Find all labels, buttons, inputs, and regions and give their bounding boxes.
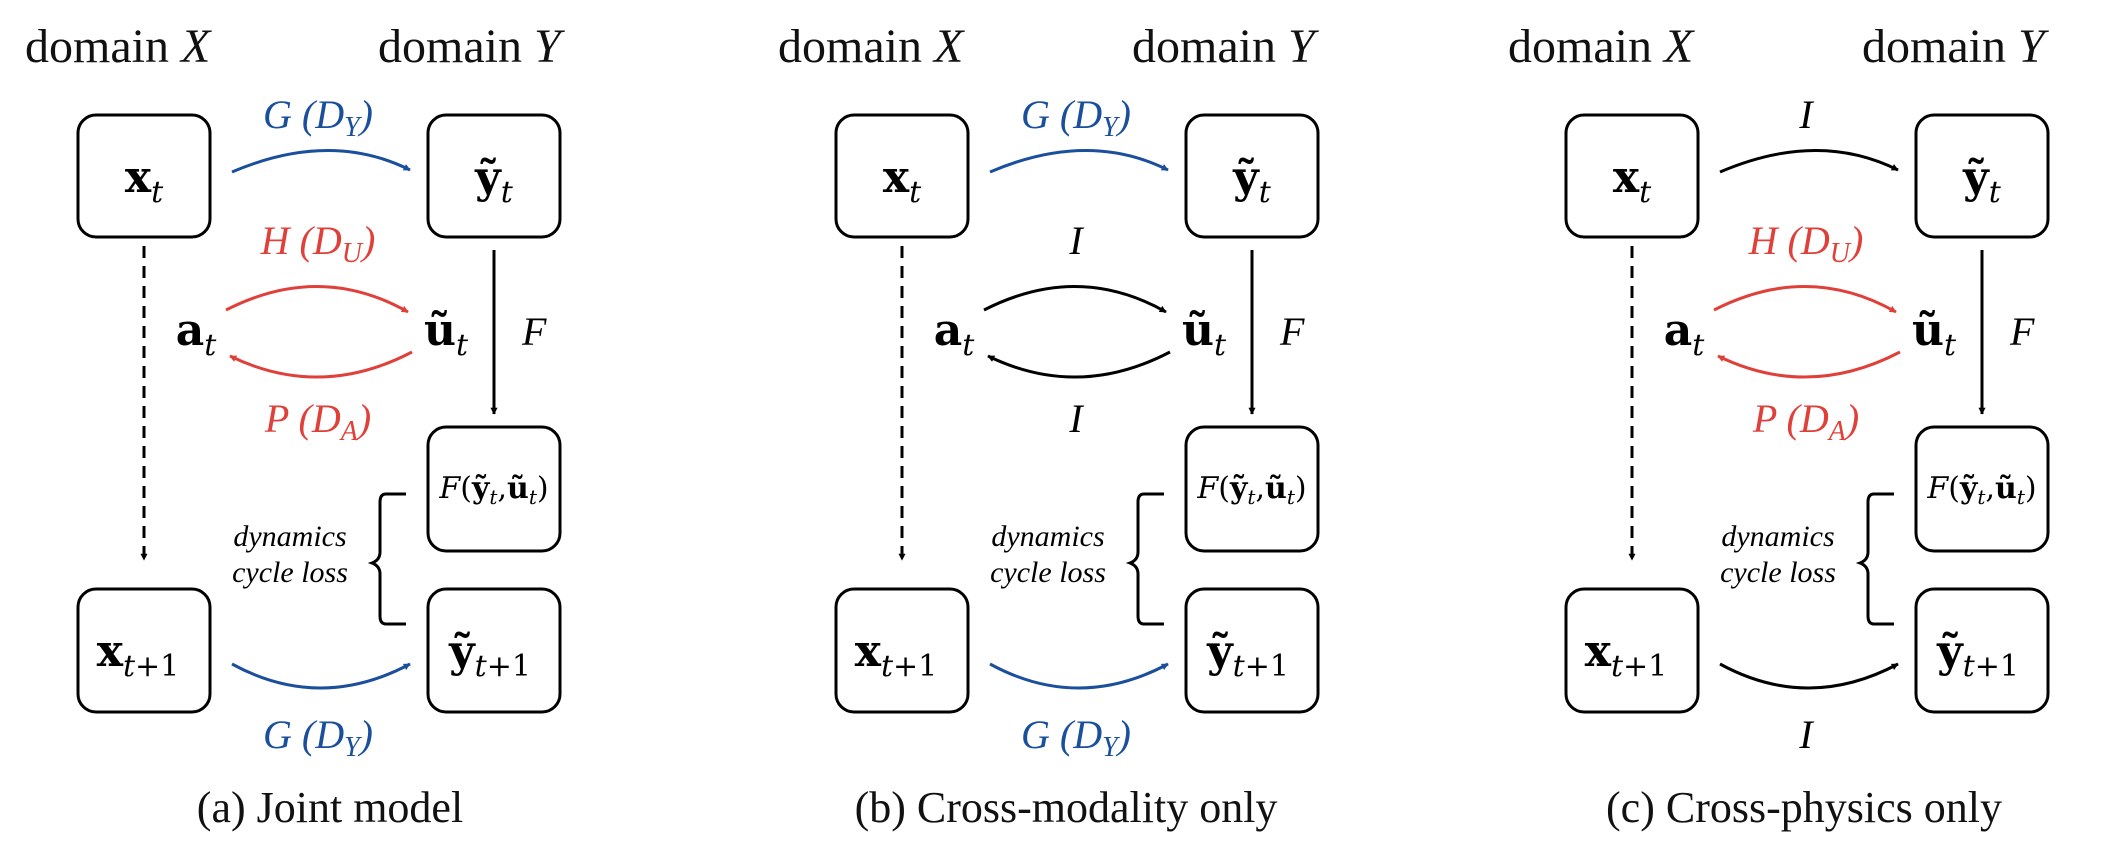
- panel-a-node-f-label: F(ỹt,ũt): [438, 471, 548, 509]
- panel-a-label-mid-bottom: P (DA): [264, 396, 371, 447]
- panel-c-node-x-t: [1564, 113, 1700, 239]
- panel-c-label-bottom: I: [1798, 712, 1814, 757]
- panel-b-loss-line1: dynamics: [991, 520, 1104, 553]
- panel-a-domain-y: domain Y: [378, 20, 565, 73]
- panel-c: domain X domain Y xt ỹt at ũt F(ỹt,ũt) x…: [1508, 20, 2050, 832]
- panel-a-label-mid-top: H (DU): [260, 218, 376, 269]
- panel-a-domain-x: domain X: [25, 20, 212, 73]
- panel-b-domain-y: domain Y: [1132, 20, 1319, 73]
- panel-a-label-bottom: G (DY): [263, 712, 373, 763]
- panel-a-arrow-top: [231, 149, 411, 174]
- panel-b-node-x-t: [834, 113, 970, 239]
- panel-c-caption: (c) Cross-physics only: [1606, 783, 2002, 832]
- panel-b-label-f: F: [1279, 309, 1305, 354]
- panel-b-label-top: G (DY): [1021, 92, 1131, 143]
- panel-a-node-u-t-label: ũt: [424, 305, 469, 363]
- panel-b-node-y-t1: [1184, 587, 1320, 714]
- panel-b-arrow-mid-top: [983, 285, 1167, 314]
- panel-c-loss-line1: dynamics: [1721, 520, 1834, 553]
- panel-a: domain X domain Y xt ỹt at ũt F(ỹt,ũt) x…: [25, 20, 565, 832]
- panel-c-node-u-t-label: ũt: [1912, 305, 1957, 363]
- panel-c-loss-line2: cycle loss: [1720, 556, 1836, 589]
- panel-a-brace: [367, 492, 406, 626]
- panel-a-node-y-t: [426, 113, 562, 239]
- panel-c-node-y-t1: [1914, 587, 2050, 714]
- panel-a-label-f: F: [521, 309, 547, 354]
- panel-c-node-a-t-label: at: [1664, 305, 1706, 363]
- panel-b-domain-x: domain X: [778, 20, 965, 73]
- panel-a-node-f: [426, 425, 562, 553]
- panel-b-node-a-t-label: at: [934, 305, 976, 363]
- panel-b-node-u-t-label: ũt: [1182, 305, 1227, 363]
- panel-c-label-mid-top: H (DU): [1748, 218, 1864, 269]
- panel-b-node-f: [1184, 425, 1320, 553]
- panel-a-loss-line1: dynamics: [233, 520, 346, 553]
- panel-c-arrow-mid-top: [1713, 285, 1897, 314]
- panel-b: domain X domain Y xt ỹt at ũt F(ỹt,ũt) x…: [778, 20, 1320, 832]
- panel-c-brace: [1855, 492, 1894, 626]
- panel-a-node-x-t1: [76, 587, 212, 714]
- panel-c-node-f: [1914, 425, 2050, 553]
- panel-b-node-y-t: [1184, 113, 1320, 239]
- panel-b-arrow-bottom: [989, 662, 1169, 690]
- panel-b-node-x-t1: [834, 587, 970, 714]
- panel-c-domain-x: domain X: [1508, 20, 1695, 73]
- panel-b-arrow-mid-bottom: [987, 350, 1171, 379]
- panel-b-loss-line2: cycle loss: [990, 556, 1106, 589]
- panel-a-node-y-t1: [426, 587, 562, 714]
- panel-c-label-f: F: [2009, 309, 2035, 354]
- panel-c-label-top: I: [1798, 92, 1814, 137]
- panel-b-brace: [1125, 492, 1164, 626]
- panel-c-node-y-t: [1914, 113, 2050, 239]
- panel-c-arrow-top: [1719, 149, 1899, 174]
- panel-c-node-x-t1: [1564, 587, 1700, 714]
- panel-a-label-top: G (DY): [263, 92, 373, 143]
- panel-b-label-bottom: G (DY): [1021, 712, 1131, 763]
- panel-a-node-x-t: [76, 113, 212, 239]
- panel-b-caption: (b) Cross-modality only: [855, 783, 1278, 832]
- panel-c-domain-y: domain Y: [1862, 20, 2049, 73]
- panel-a-caption: (a) Joint model: [197, 783, 463, 832]
- panel-a-arrow-mid-bottom: [229, 350, 413, 379]
- panel-b-label-mid-bottom: I: [1068, 396, 1084, 441]
- panel-a-loss-line2: cycle loss: [232, 556, 348, 589]
- panel-b-label-mid-top: I: [1068, 218, 1084, 263]
- panel-a-arrow-mid-top: [225, 285, 409, 314]
- panel-c-label-mid-bottom: P (DA): [1752, 396, 1859, 447]
- panel-b-arrow-top: [989, 149, 1169, 174]
- panel-a-node-a-t-label: at: [176, 305, 218, 363]
- panel-c-arrow-bottom: [1719, 662, 1899, 690]
- panel-c-arrow-mid-bottom: [1717, 350, 1901, 379]
- panel-a-arrow-bottom: [231, 662, 411, 690]
